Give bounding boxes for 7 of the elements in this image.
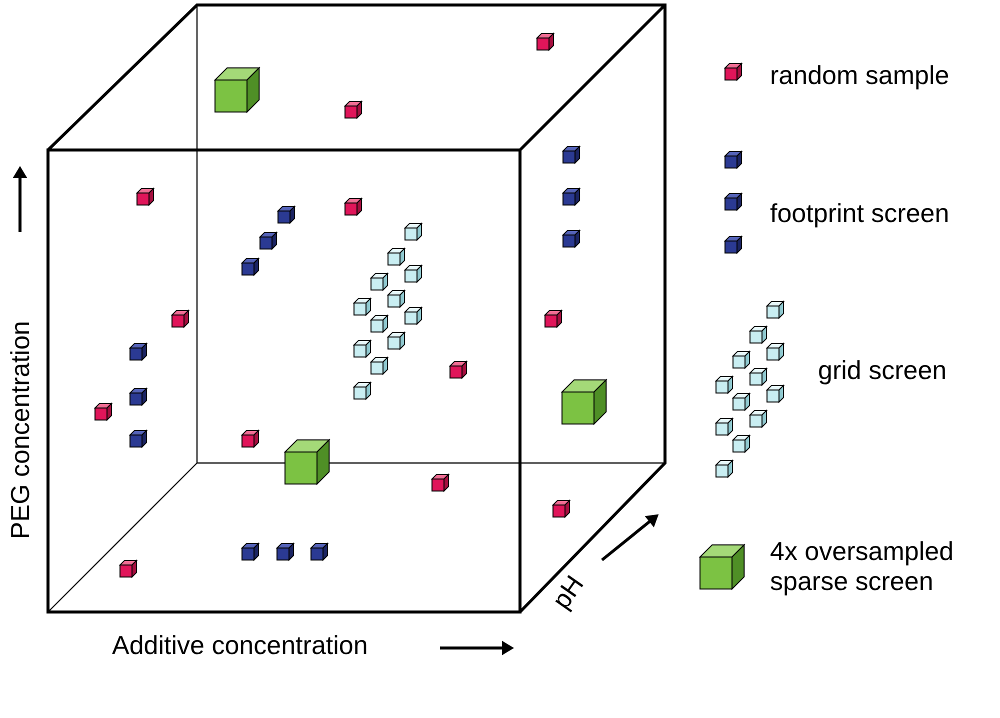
axis-label: PEG concentration: [5, 320, 35, 540]
axis-label: Additive concentration: [112, 630, 368, 660]
legend-text: random sample: [770, 60, 950, 90]
legend-text: footprint screen: [770, 198, 950, 228]
legend-text: 4x oversampled sparse screen: [770, 536, 955, 596]
axis-label: pH: [546, 570, 590, 614]
legend-text: grid screen: [818, 355, 948, 385]
